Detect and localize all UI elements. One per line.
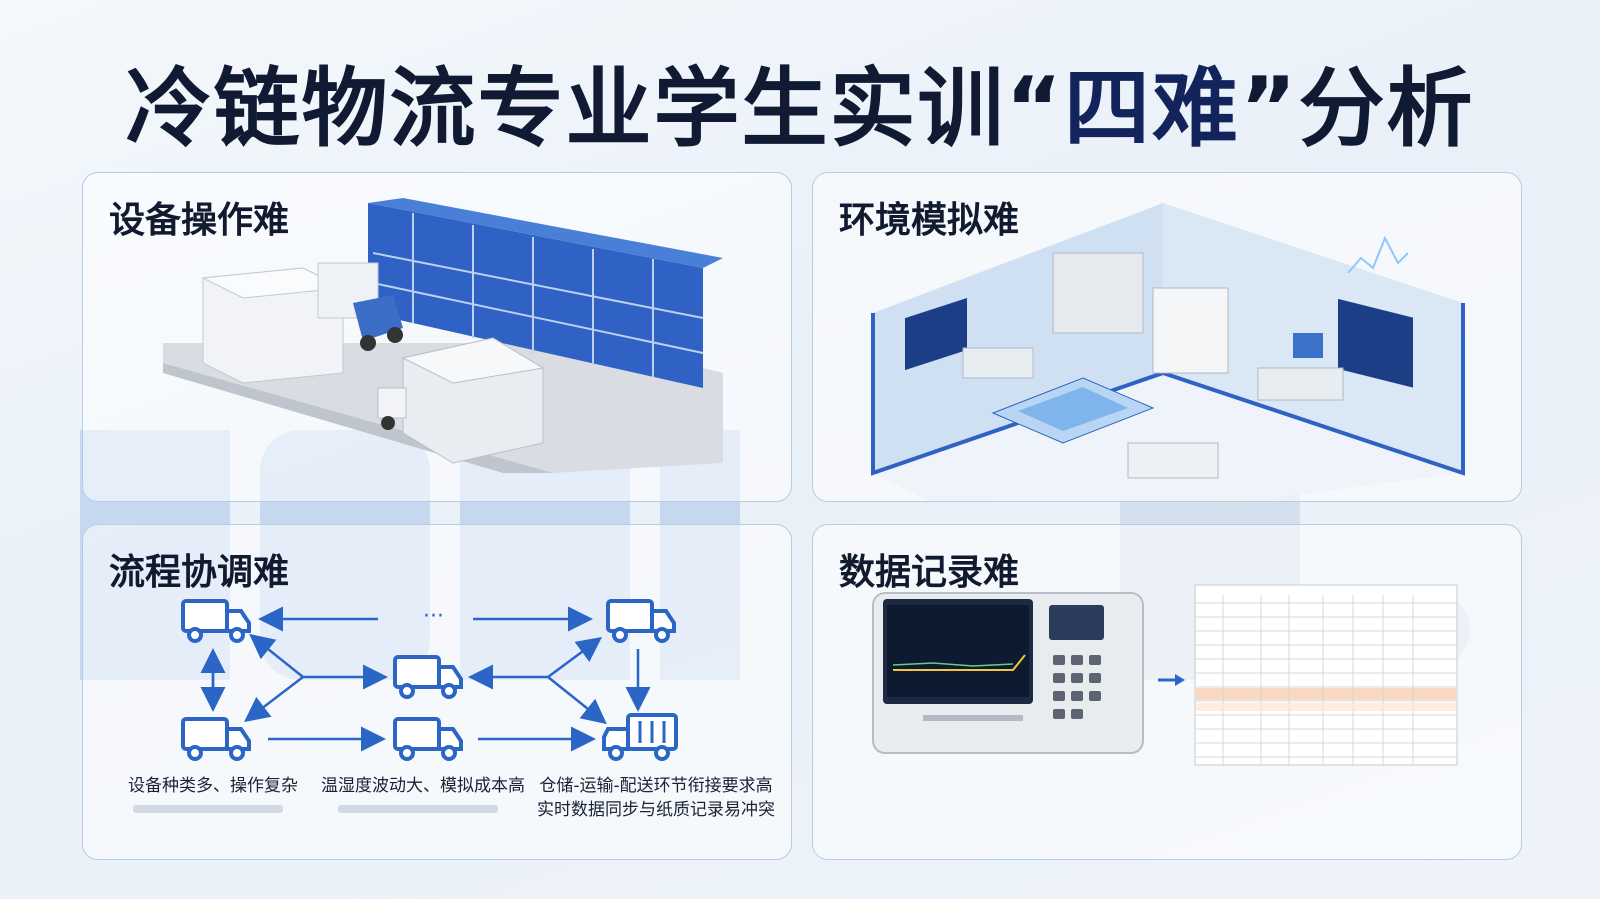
title-suffix: ”分析 [1240,59,1475,159]
panel-title-data: 数据记录难 [839,552,1020,593]
caption-process: 仓储-运输-配送环节衔接要求高 [539,776,773,796]
panel-data: 数据记录难 [812,524,1522,860]
panel-title-environment: 环境模拟难 [839,200,1020,241]
chart-icon [887,605,1029,697]
ellipsis-label: ··· [423,604,444,629]
refrigerated-truck-icon [602,713,678,761]
panel-title-equipment: 设备操作难 [109,200,290,241]
caption-environment: 温湿度波动大、模拟成本高 [321,776,525,796]
caption-data: 实时数据同步与纸质记录易冲突 [537,800,775,820]
data-recorder-illustration [872,584,1458,766]
truck-icon-center [393,655,463,699]
panel-process: ··· 流程协调难 设备种类多、操作复杂 温湿度波动大、模拟成本高 仓储-运输-… [82,524,792,860]
caption-equipment: 设备种类多、操作复杂 [128,776,298,796]
lab-room-illustration [871,203,1465,501]
title-accent: 四难 [1064,59,1240,159]
truck-icon-bottom-center [393,717,463,761]
panel-environment: 环境模拟难 [812,172,1522,502]
page-title: 冷链物流专业学生实训“四难”分析 [0,38,1600,163]
truck-icon-top-right [606,599,676,643]
process-flow-diagram: ··· [181,599,678,761]
truck-icon-bottom-left [181,717,251,761]
panel-equipment: 设备操作难 [82,172,792,502]
blurred-subtext-2 [338,805,498,813]
title-prefix: 冷链物流专业学生实训“ [125,59,1064,159]
panel-title-process: 流程协调难 [109,552,290,593]
truck-icon-top-left [181,599,251,643]
blurred-subtext-1 [133,805,283,813]
warehouse-illustration [163,198,723,473]
